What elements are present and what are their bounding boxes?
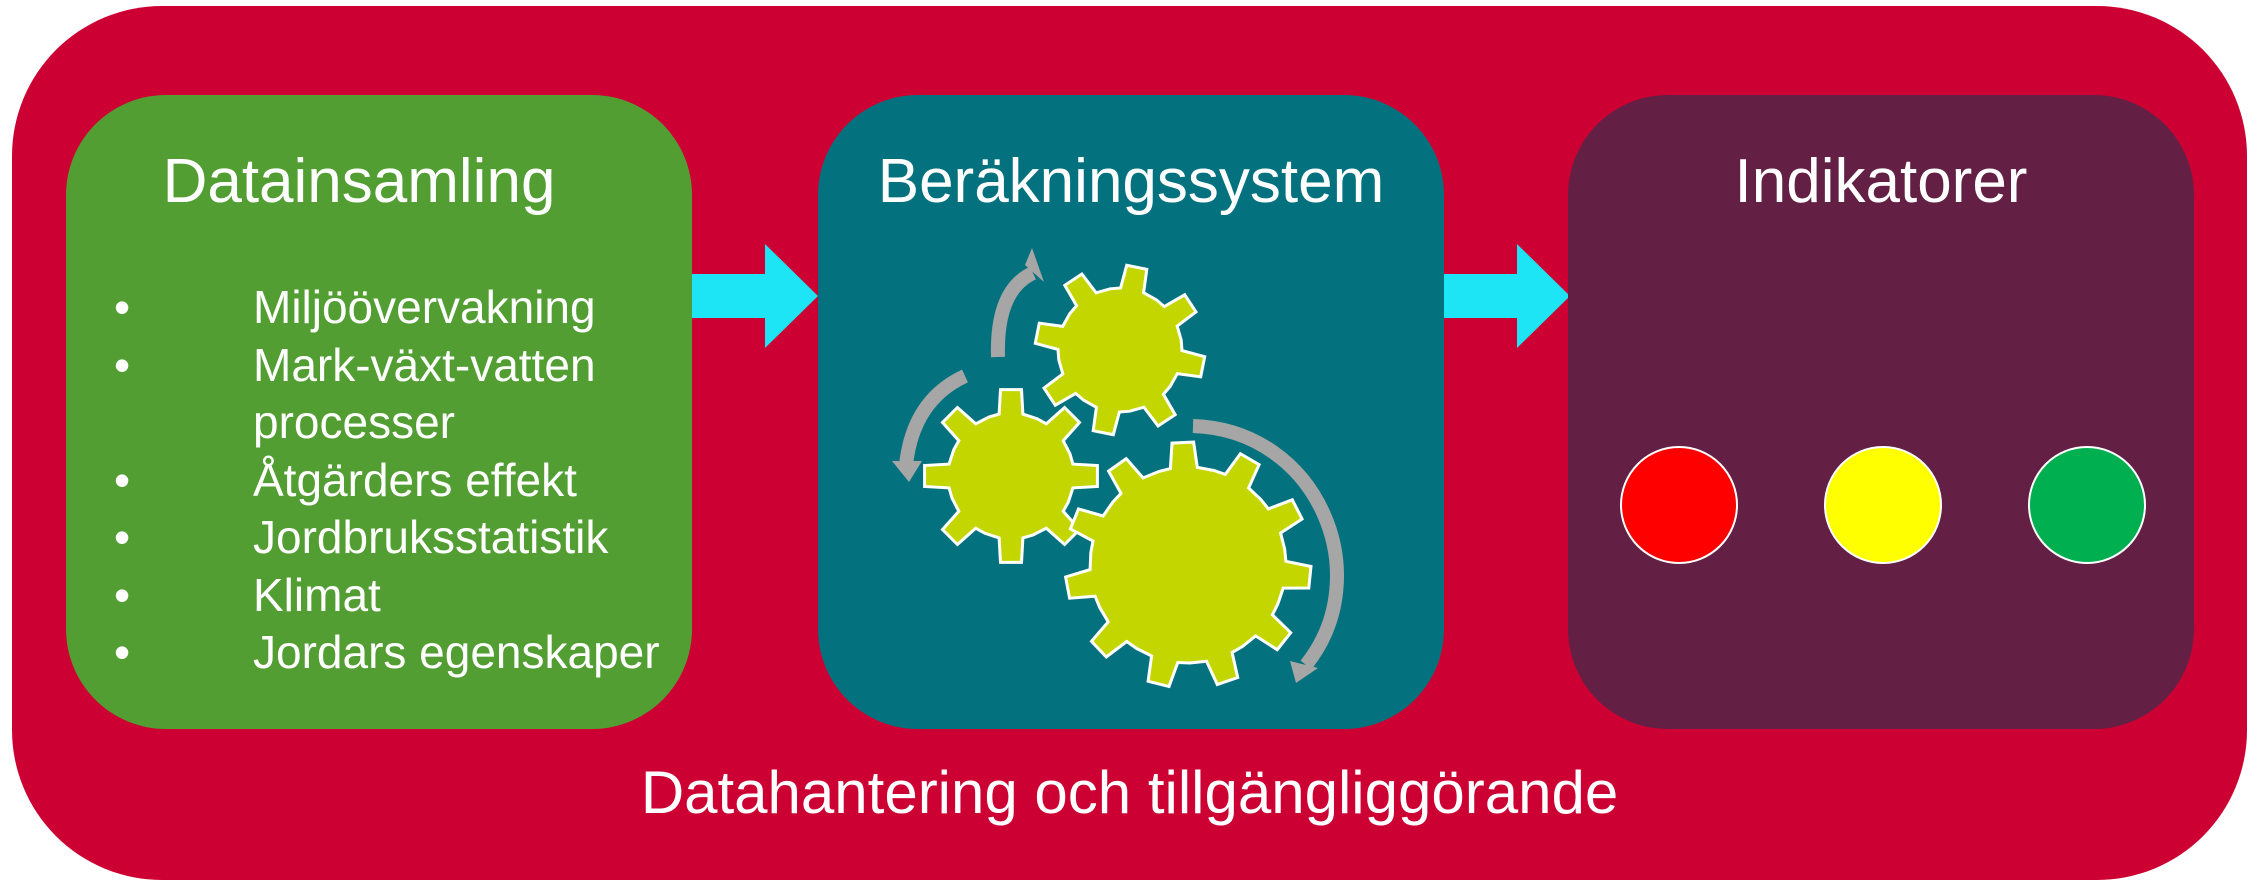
- rotation-arrow-top-icon: [990, 266, 1037, 358]
- gear-group: [923, 263, 1313, 689]
- right-arrow-icon: [692, 244, 818, 348]
- gear-large-icon: [1063, 440, 1313, 689]
- yellow-light-icon: [1824, 446, 1942, 564]
- rotation-arrows: [899, 266, 1344, 670]
- bullet-icon: •: [114, 626, 131, 678]
- datainsamling-box: Datainsamling •Miljöövervakning •Mark-vä…: [66, 95, 692, 729]
- list-item: •Jordars egenskaper: [114, 624, 660, 682]
- indikatorer-box: Indikatorer: [1568, 95, 2194, 729]
- berakningssystem-box: Beräkningssystem: [818, 95, 1444, 729]
- gear-left-icon: [923, 388, 1099, 564]
- arrowhead-icon: [1025, 248, 1044, 282]
- rotation-arrow-left-icon: [899, 369, 969, 466]
- rotation-arrowheads: [892, 248, 1318, 683]
- list-item: •Mark-växt-vatten: [114, 337, 660, 395]
- list-item: •Miljöövervakning: [114, 279, 660, 337]
- list-item: •Jordbruksstatistik: [114, 509, 660, 567]
- berakningssystem-title: Beräkningssystem: [877, 147, 1385, 216]
- list-item: •Klimat: [114, 567, 660, 625]
- datainsamling-title: Datainsamling: [162, 147, 556, 216]
- rotation-arrow-right-icon: [1192, 419, 1344, 670]
- arrowhead-icon: [892, 461, 922, 482]
- bullet-icon: •: [114, 511, 131, 563]
- right-arrow-icon: [1444, 244, 1570, 348]
- bullet-icon: •: [114, 568, 131, 621]
- bullet-icon: •: [114, 453, 131, 506]
- gears-icon: [892, 248, 1344, 689]
- caption: Datahantering och tillgängliggörande: [640, 759, 1619, 826]
- red-light-icon: [1620, 446, 1738, 564]
- datainsamling-list: •Miljöövervakning •Mark-växt-vatten proc…: [114, 279, 660, 682]
- bullet-icon: •: [114, 281, 131, 333]
- gear-top-icon: [1033, 263, 1207, 437]
- arrowhead-icon: [1290, 661, 1318, 683]
- bullet-icon: •: [114, 338, 131, 391]
- green-light-icon: [2028, 446, 2146, 564]
- indikatorer-title: Indikatorer: [1734, 147, 2028, 216]
- list-item-continuation: processer: [253, 396, 455, 448]
- list-item: •Åtgärders effekt: [114, 452, 660, 510]
